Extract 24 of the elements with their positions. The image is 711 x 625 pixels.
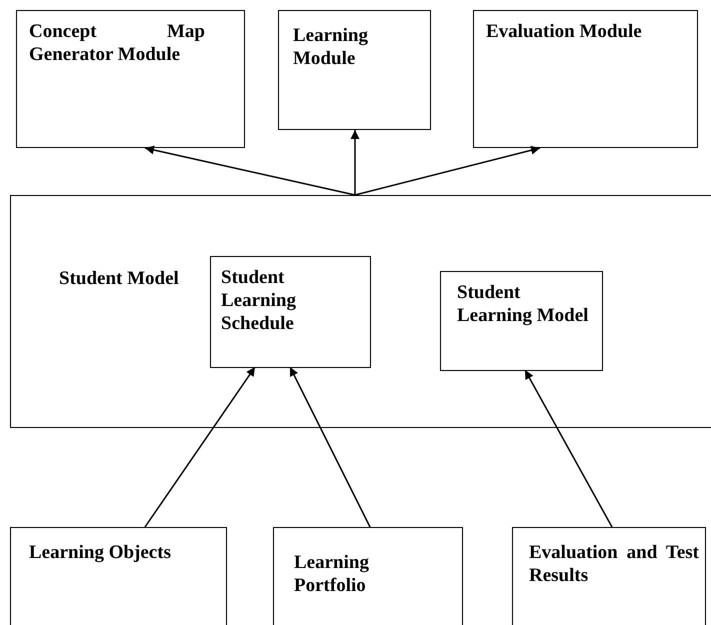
- box-label: Student Learning Schedule: [221, 267, 297, 336]
- box-label: Concept Map Generator Module: [29, 21, 205, 67]
- module-box: [512, 527, 706, 625]
- arrow: [289, 366, 371, 528]
- box-label: Evaluation Module: [486, 21, 643, 44]
- arrow: [354, 146, 540, 196]
- box-label: Student Learning Model: [457, 282, 590, 328]
- box-label: Learning Portfolio: [294, 552, 370, 598]
- module-box: [473, 10, 698, 148]
- arrow: [144, 146, 356, 196]
- module-box: [10, 195, 711, 428]
- arrow: [144, 366, 256, 528]
- box-label: Learning Objects: [29, 542, 172, 565]
- module-box: [273, 527, 463, 625]
- box-label: Student Model: [59, 268, 179, 291]
- module-box: [440, 271, 603, 371]
- module-box: [278, 10, 431, 130]
- box-label: Learning Module: [293, 25, 369, 71]
- arrow: [350, 130, 360, 195]
- arrow: [524, 370, 613, 528]
- module-box: [16, 10, 245, 148]
- box-label: Evaluation and Test Results: [529, 542, 699, 588]
- module-box: [10, 527, 227, 625]
- module-box: [210, 256, 371, 368]
